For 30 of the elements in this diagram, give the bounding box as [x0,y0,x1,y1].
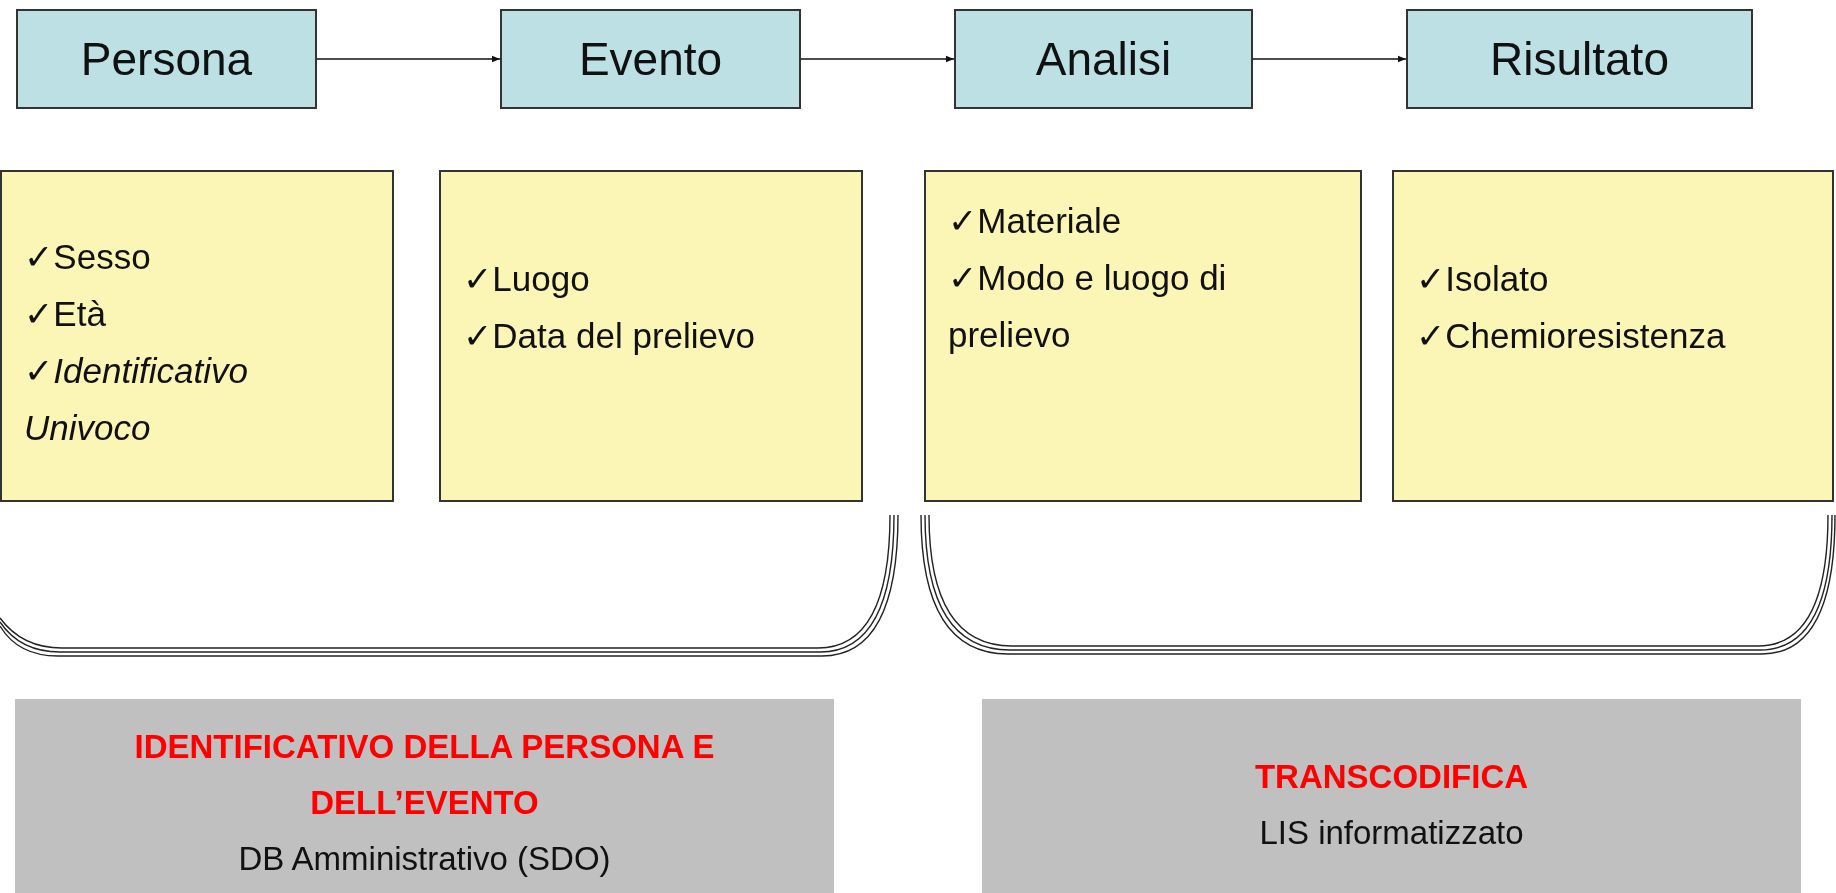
checklist-item: ✓Età [24,293,107,335]
checklist-item: ✓Luogo [463,258,591,300]
panel-heading: TRANSCODIFICA [1254,757,1529,797]
note-box [439,170,863,502]
box-label: Evento [578,32,723,86]
note-box [0,170,394,502]
box-label: Risultato [1490,32,1669,86]
box-label: Persona [80,32,253,86]
box-label: Analisi [1035,32,1172,86]
checklist-item: ✓Data del prelievo [463,315,756,357]
checklist-item: ✓Modo e luogo di prelievo [948,257,1228,356]
process-box [954,9,1253,109]
checklist-item: ✓Chemioresistenza [1416,315,1727,357]
note-box [1392,170,1834,502]
arrow [316,55,501,63]
summary-panel [15,699,834,893]
checklist-item: ✓Identificativo Univoco [24,350,249,449]
panel-subtitle: DB Amministrativo (SDO) [238,839,611,879]
checklist-item: ✓Sesso [24,236,152,278]
note-box [924,170,1362,502]
summary-panel [982,699,1801,893]
process-box [500,9,801,109]
checklist-item: ✓Materiale [948,200,1123,242]
process-box [1406,9,1753,109]
arrow [1252,55,1407,63]
checklist-item: ✓Isolato [1416,258,1550,300]
panel-subtitle: LIS informatizzato [1259,813,1524,853]
panel-heading: IDENTIFICATIVO DELLA PERSONA E DELL’EVENTO [133,727,716,823]
process-box [16,9,317,109]
arrow [800,55,955,63]
